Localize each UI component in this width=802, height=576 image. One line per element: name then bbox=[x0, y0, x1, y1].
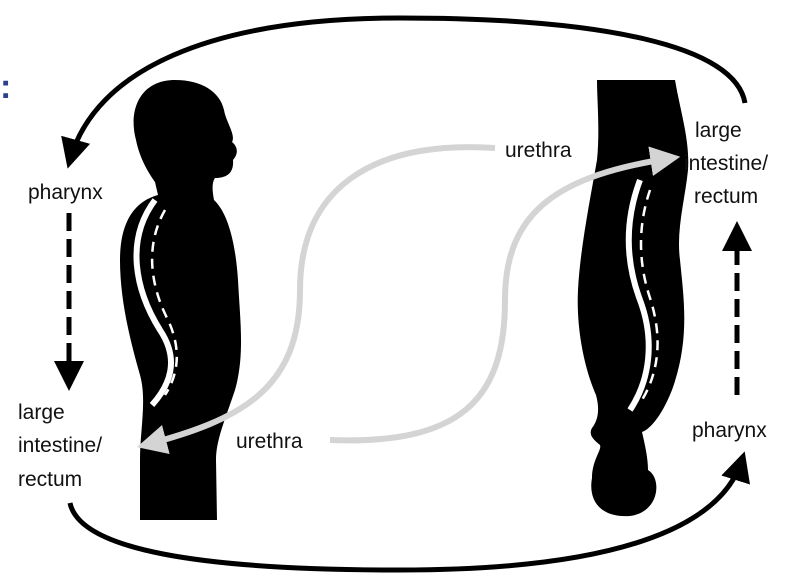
left-intestine-label-line-3: rectum bbox=[18, 468, 82, 491]
right-urethra-label: urethra bbox=[505, 139, 572, 162]
inverted-human-silhouette bbox=[578, 80, 689, 516]
left-intestine-label-line-1: large bbox=[18, 401, 65, 424]
left-urethra-label: urethra bbox=[236, 430, 303, 453]
right-intestine-label-line-3: rectum bbox=[694, 185, 758, 208]
left-intestine-label-line-2: intestine/ bbox=[18, 434, 102, 457]
title-fragment: : bbox=[0, 68, 11, 106]
right-intestine-label-line-1: large bbox=[695, 119, 742, 142]
left-pharynx-label: pharynx bbox=[28, 181, 103, 204]
right-intestine-label-line-2: intestine/ bbox=[684, 152, 768, 175]
right-pharynx-label: pharynx bbox=[692, 419, 767, 442]
upright-human-silhouette bbox=[120, 80, 241, 520]
